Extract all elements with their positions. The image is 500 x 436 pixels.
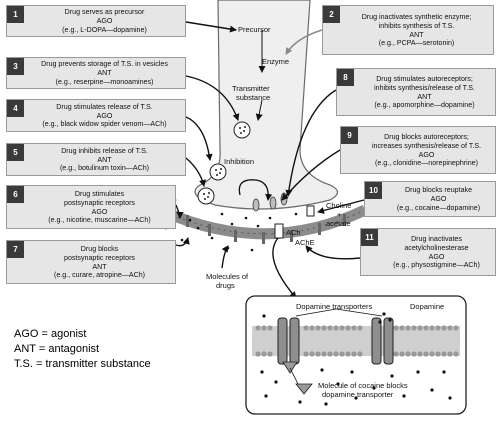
drug-box-2: 2 Drug inactivates synthetic enzyme;inhi… <box>322 5 494 55</box>
box-line: (e.g., botulinum toxin—ACh) <box>59 164 150 173</box>
box-line: Drug prevents storage of T.S. in vesicle… <box>41 60 168 69</box>
box-line: AGO <box>430 195 447 204</box>
box-line: (e.g., L-DOPA—dopamine) <box>62 25 147 34</box>
dopamine-label: Dopamine <box>410 302 445 311</box>
box-line: ANT <box>409 30 424 39</box>
legend-ant: ANT = antagonist <box>14 343 100 355</box>
box-line: Drug serves as precursor <box>64 8 145 17</box>
drug-box-5: 5 Drug inhibits release of T.S.ANT(e.g.,… <box>6 143 186 176</box>
box-number: 5 <box>7 144 24 161</box>
box-line: acetylcholinesterase <box>404 243 469 252</box>
legend-ts: T.S. = transmitter substance <box>14 358 151 370</box>
box-line: Drug blocks autoreceptors; <box>384 132 469 141</box>
box-line: (e.g., cocaine—dopamine) <box>396 203 481 212</box>
plus-label: + <box>337 210 342 219</box>
enzyme-label: Enzyme <box>262 57 290 66</box>
box-line: ANT <box>417 92 432 101</box>
molecules-label-1: Molecules of <box>206 272 249 281</box>
transmitter-label-2: substance <box>236 93 271 102</box>
dopamine-transporters-label: Dopamine transporters <box>296 302 373 311</box>
drug-box-9: 9 Drug blocks autoreceptors;increases sy… <box>340 126 496 174</box>
box-number: 1 <box>7 6 24 23</box>
box-number: 8 <box>337 69 354 86</box>
box-line: AGO <box>428 252 445 261</box>
box-line: Drug stimulates release of T.S. <box>56 102 153 111</box>
drug-box-8: 8 Drug stimulates autoreceptors;inhibits… <box>336 68 496 116</box>
box-line: Drug stimulates <box>74 189 125 198</box>
cocaine-label-1: Molecule of cocaine blocks <box>318 381 408 390</box>
box-line: (e.g., reserpine—monoamines) <box>55 77 154 86</box>
acetate-label: acetate <box>326 219 351 228</box>
inhibition-label: Inhibition <box>224 157 255 166</box>
box-line: AGO <box>418 150 435 159</box>
box-line: Drug stimulates autoreceptors; <box>376 74 473 83</box>
box-number: 4 <box>7 100 24 117</box>
precursor-label: Precursor <box>238 25 271 34</box>
box-line: postsynaptic receptors <box>64 198 135 207</box>
box-number: 6 <box>7 186 24 203</box>
box-line: (e.g., PCPA—serotonin) <box>378 39 455 48</box>
cocaine-molecule <box>282 361 298 374</box>
box-line: ANT <box>97 69 112 78</box>
box-line: (e.g., clonidine—norepinephrine) <box>375 159 478 168</box>
box-line: AGO <box>96 17 113 26</box>
vesicle <box>197 187 215 205</box>
box-number: 3 <box>7 58 24 75</box>
legend-ago: AGO = agonist <box>14 328 87 340</box>
box-number: 9 <box>341 127 358 144</box>
choline-label: Choline <box>326 201 352 210</box>
box-line: (e.g., black widow spider venom—ACh) <box>42 120 167 129</box>
box-line: Drug blocks <box>80 244 119 253</box>
box-line: inhibits synthesis of T.S. <box>378 21 455 30</box>
dopamine-transporter-right <box>371 317 394 365</box>
box-line: inhibits synthesis/release of T.S. <box>374 83 475 92</box>
box-line: AGO <box>91 207 108 216</box>
box-line: (e.g., nicotine, muscarine—ACh) <box>48 216 151 225</box>
vesicle <box>209 163 227 181</box>
box-number: 7 <box>7 241 24 258</box>
box-number: 2 <box>323 6 340 23</box>
box-line: (e.g., curare, atropine—ACh) <box>53 271 146 280</box>
drug-box-3: 3 Drug prevents storage of T.S. in vesic… <box>6 57 186 89</box>
box-line: ANT <box>97 155 112 164</box>
ache-label: AChE <box>295 238 315 247</box>
molecules-label-2: drugs <box>216 281 235 290</box>
box-line: Drug blocks reuptake <box>404 186 473 195</box>
ach-label: ACh <box>286 228 301 237</box>
box-line: increases synthesis/release of T.S. <box>371 141 482 150</box>
box-line: Drug inactivates synthetic enzyme; <box>361 12 472 21</box>
box-line: (e.g., apomorphine—dopamine) <box>374 101 475 110</box>
transmitter-label-1: Transmitter <box>232 84 270 93</box>
box-line: postsynaptic receptors <box>64 253 135 262</box>
legend: AGO = agonist ANT = antagonist T.S. = tr… <box>14 327 151 372</box>
box-line: Drug inhibits release of T.S. <box>61 146 148 155</box>
drug-box-4: 4 Drug stimulates release of T.S.AGO(e.g… <box>6 99 186 132</box>
dopamine-molecules <box>260 312 452 406</box>
box-number: 10 <box>365 182 382 199</box>
cocaine-label-2: dopamine transporter <box>322 390 394 399</box>
box-line: (e.g., physostigmine—ACh) <box>393 261 480 270</box>
vesicle <box>233 121 251 139</box>
box-line: Drug inactivates <box>411 234 462 243</box>
box-line: ANT <box>92 262 107 271</box>
box-number: 11 <box>361 229 378 246</box>
box-line: AGO <box>96 111 113 120</box>
